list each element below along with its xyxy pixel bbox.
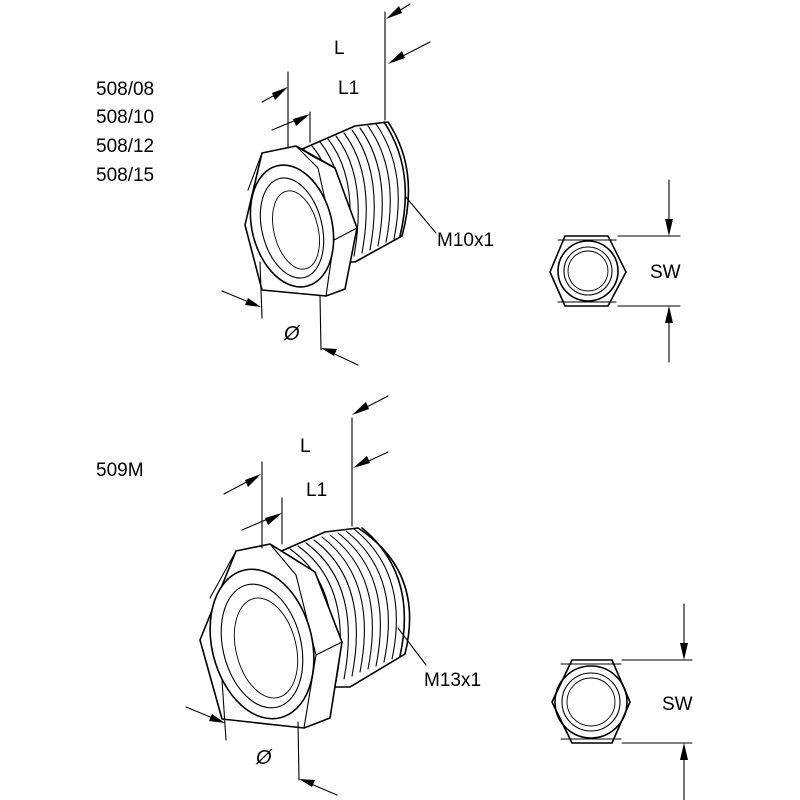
variant-label-509m: 509M xyxy=(96,460,144,481)
upper-length-label: L xyxy=(334,38,345,59)
variant-label-508-08: 508/08 xyxy=(96,79,154,100)
upper-dimension-diameter: Ø xyxy=(221,261,359,366)
lower-thread-label: M13x1 xyxy=(424,670,481,691)
upper-end-view: SW xyxy=(549,179,681,363)
upper-fitting: L L1 M10x1 Ø xyxy=(221,3,494,366)
variant-label-508-15: 508/15 xyxy=(96,165,154,186)
lower-dimension-diameter: Ø xyxy=(185,679,338,796)
lower-dimension-lengths: L L1 xyxy=(223,395,389,549)
upper-thread-callout: M10x1 xyxy=(404,195,494,251)
variant-label-508-10: 508/10 xyxy=(96,107,154,128)
upper-bore xyxy=(249,164,335,288)
lower-thread-callout: M13x1 xyxy=(397,627,481,691)
upper-length1-label: L1 xyxy=(338,78,359,99)
lower-variant-labels: 509M xyxy=(96,460,144,481)
lower-diameter-label: Ø xyxy=(255,747,273,769)
variant-label-508-12: 508/12 xyxy=(96,136,154,157)
upper-dimension-lengths: L L1 xyxy=(261,3,431,149)
upper-variant-labels: 508/08 508/10 508/12 508/15 xyxy=(96,79,154,186)
lower-fitting: L L1 M13x1 Ø xyxy=(185,395,481,796)
lower-length1-label: L1 xyxy=(306,480,327,501)
upper-diameter-label: Ø xyxy=(283,323,301,345)
upper-thread-label: M10x1 xyxy=(437,230,494,251)
upper-wrench-label: SW xyxy=(650,262,681,283)
lower-bore xyxy=(209,568,315,720)
lower-end-view: SW xyxy=(551,603,693,800)
lower-length-label: L xyxy=(300,436,311,457)
lower-wrench-label: SW xyxy=(662,694,693,715)
